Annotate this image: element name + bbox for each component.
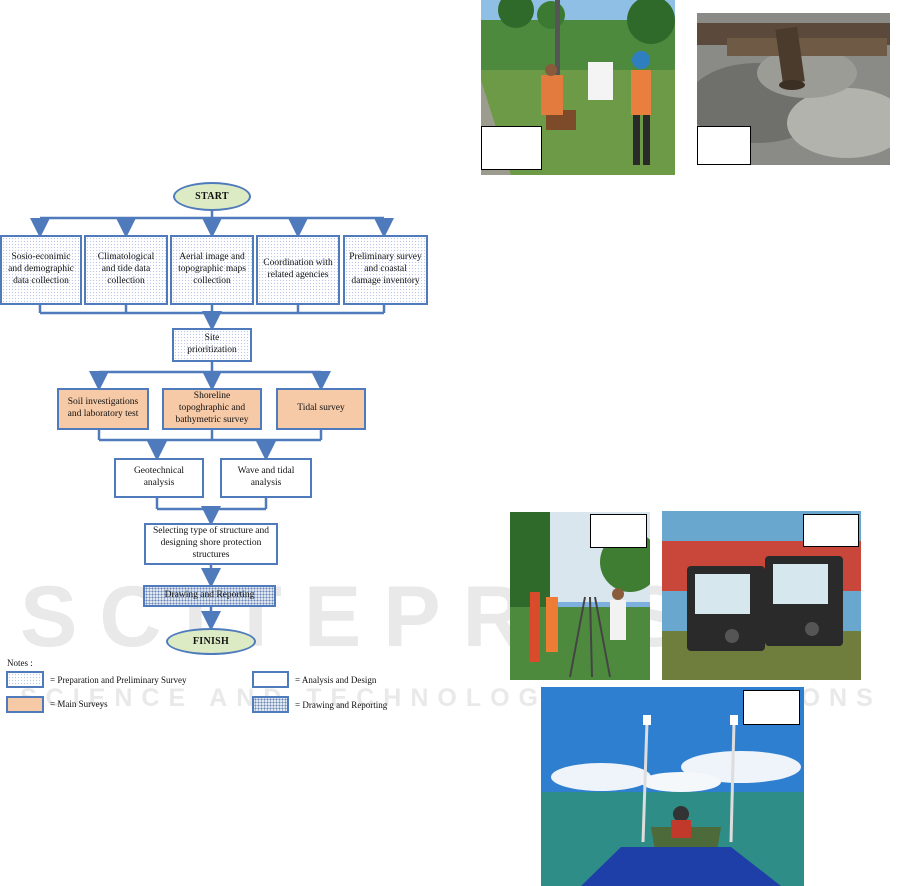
process-box-wave-tidal-analysis: Wave and tidal analysis: [220, 458, 312, 498]
topographic-survey-illustration: [510, 512, 650, 680]
photo-echo-sounder: [662, 511, 861, 680]
finish-terminal: FINISH: [166, 628, 256, 655]
process-box-climatological: Climatological and tide data collection: [84, 235, 168, 305]
legend-swatch-drawing: [252, 696, 289, 713]
process-box-socio-economic: Sosio-econimic and demographic data coll…: [0, 235, 82, 305]
process-box-coordination: Coordination with related agencies: [256, 235, 340, 305]
notes-title: Notes :: [7, 658, 33, 668]
photo-label-box: [803, 514, 859, 547]
process-box-shoreline-survey: Shoreline topoghraphic and bathymetric s…: [162, 388, 262, 430]
photo-label-box: [743, 690, 800, 725]
photo-label-box: [590, 514, 647, 548]
process-box-drawing-reporting: Drawing and Reporting: [143, 585, 276, 607]
process-box-design-structure: Selecting type of structure and designin…: [144, 523, 278, 565]
process-box-tidal-survey: Tidal survey: [276, 388, 366, 430]
photo-label-box: [481, 126, 542, 170]
process-box-aerial-image: Aerial image and topographic maps collec…: [170, 235, 254, 305]
legend-swatch-prep: [6, 671, 44, 688]
start-terminal: START: [173, 182, 251, 211]
legend-swatch-main: [6, 696, 44, 713]
legend-label-prep: = Preparation and Preliminary Survey: [50, 675, 187, 685]
process-box-geotechnical-analysis: Geotechnical analysis: [114, 458, 204, 498]
photo-bathymetric-boat: [541, 687, 804, 886]
process-box-site-prioritization: Site prioritization: [172, 328, 252, 362]
photo-topographic-survey: [510, 512, 650, 680]
legend-swatch-analysis: [252, 671, 289, 688]
legend-label-drawing: = Drawing and Reporting: [295, 700, 388, 710]
legend-label-analysis: = Analysis and Design: [295, 675, 377, 685]
photo-label-box: [697, 126, 751, 165]
echo-sounder-illustration: [662, 511, 861, 680]
process-box-soil-investigation: Soil investigations and laboratory test: [57, 388, 149, 430]
boat-survey-illustration: [541, 687, 804, 886]
legend-label-main: = Main Surveys: [50, 699, 108, 709]
process-box-preliminary-survey: Preliminary survey and coastal damage in…: [343, 235, 428, 305]
